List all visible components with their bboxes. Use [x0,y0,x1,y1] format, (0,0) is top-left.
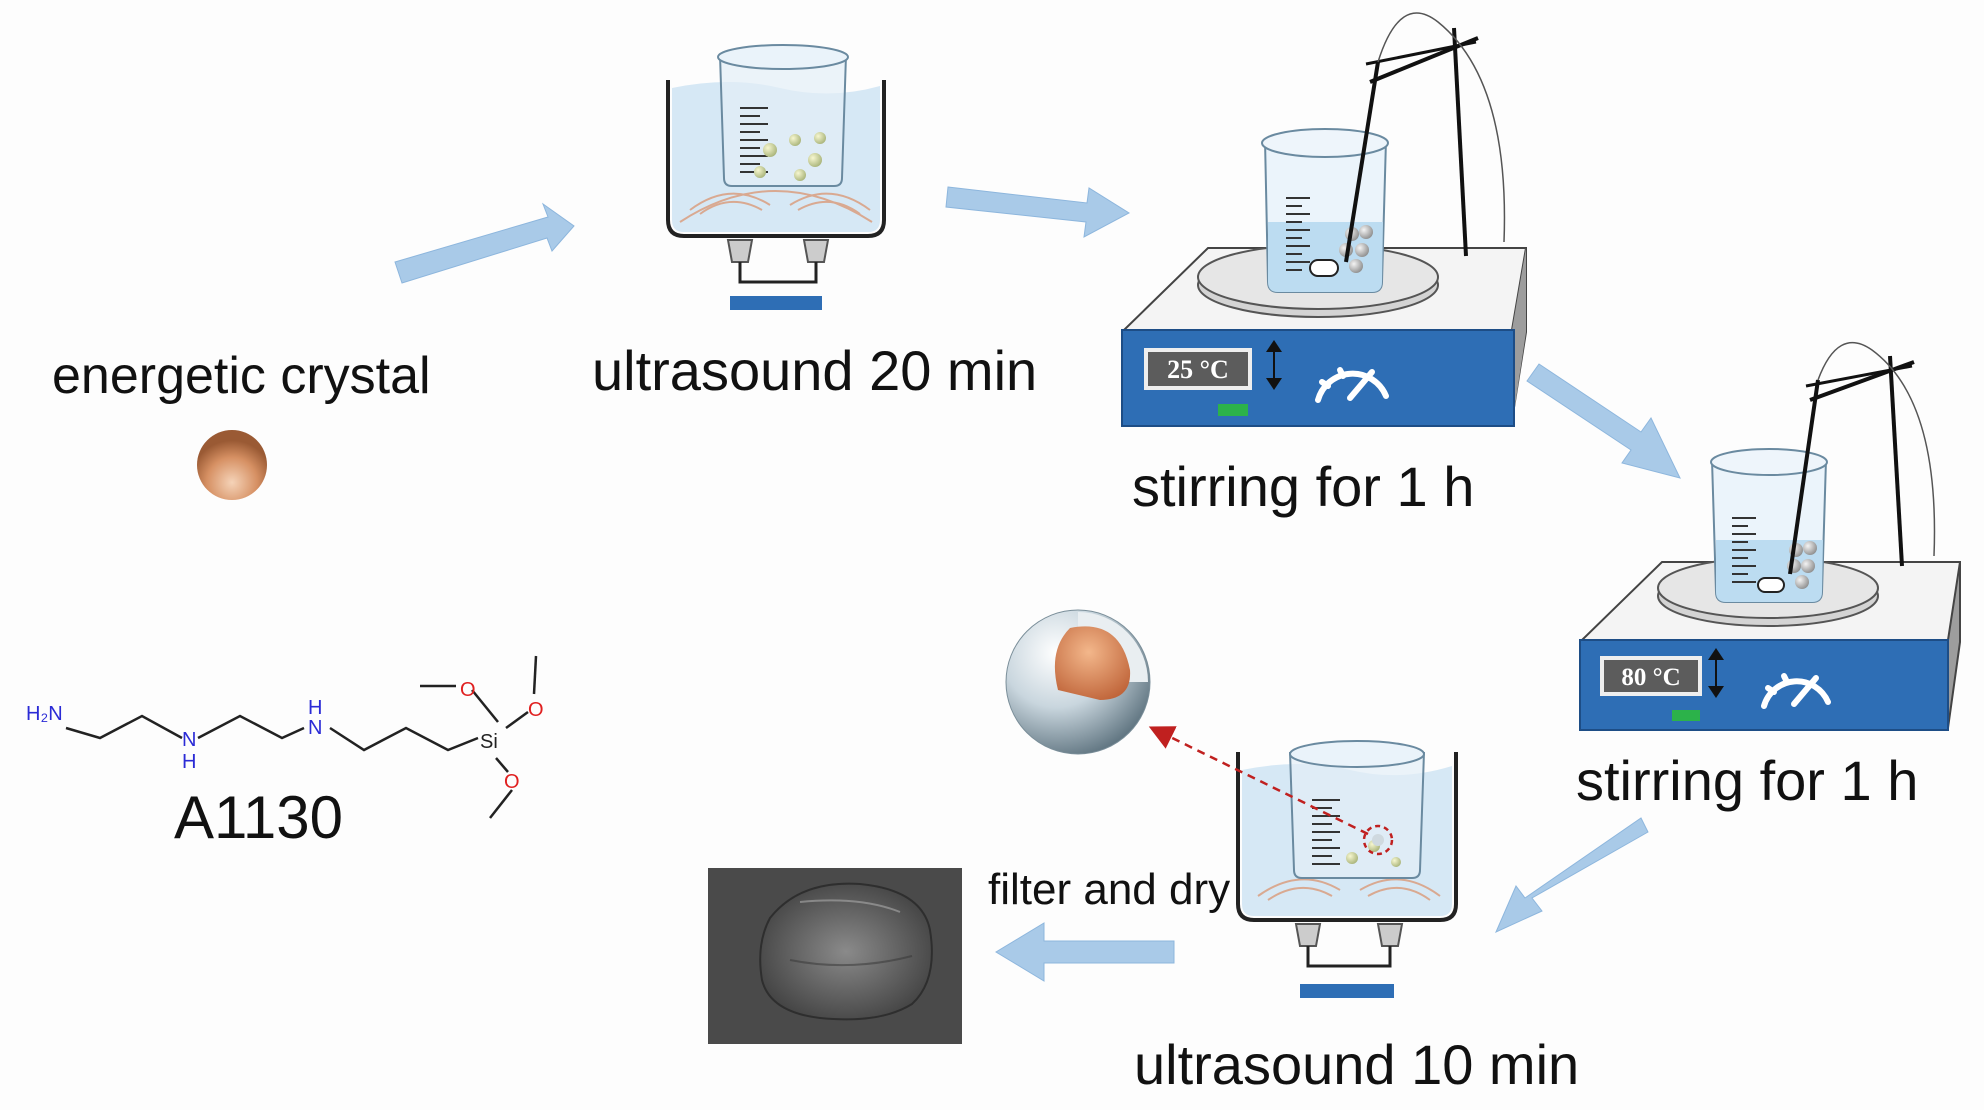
flow-arrow-2 [945,186,1130,238]
temperature-display-25: 25 °C [1167,355,1229,384]
amine-n-label: N [182,729,196,751]
energetic-crystal-label: energetic crystal [52,347,431,405]
magnetic-stirrer-2: 80 °C [1579,341,1961,731]
oxygen-atom-label: O [460,679,476,701]
amine-n-label: N [308,717,322,739]
core-shell-particle [1005,609,1151,755]
flow-arrow-3 [1526,363,1681,479]
ultrasound-10-label: ultrasound 10 min [1134,1033,1579,1096]
sem-micrograph [708,868,962,1044]
ultrasonic-waves [679,190,873,223]
a1130-label: A1130 [174,784,343,851]
amine-h-label: H [308,697,322,719]
ultrasonic-bath-1 [666,44,886,310]
flow-arrow-1 [394,202,575,284]
speed-gauge-icon [1315,367,1389,403]
flow-arrow-4 [1495,817,1649,933]
flow-arrow-5 [995,922,1175,982]
amine-group-label: H₂N [26,703,63,725]
stirring-1-label: stirring for 1 h [1132,455,1474,518]
filter-dry-label: filter and dry [988,865,1230,914]
amine-h-label: H [182,751,196,773]
zoom-pointer-arrow [1148,726,1369,836]
speed-gauge-icon [1761,673,1831,709]
a1130-molecule: H₂N N H N H Si O O O [26,655,544,819]
stirring-2-label: stirring for 1 h [1576,749,1918,812]
oxygen-atom-label: O [528,699,544,721]
ultrasound-20-label: ultrasound 20 min [592,339,1037,402]
magnetic-stirrer-1: 25 °C [1121,12,1527,427]
temperature-display-80: 80 °C [1621,664,1680,691]
oxygen-atom-label: O [504,771,520,793]
ultrasonic-bath-2 [1236,740,1458,998]
silicon-atom-label: Si [480,731,498,753]
energetic-crystal-particle [197,430,267,500]
